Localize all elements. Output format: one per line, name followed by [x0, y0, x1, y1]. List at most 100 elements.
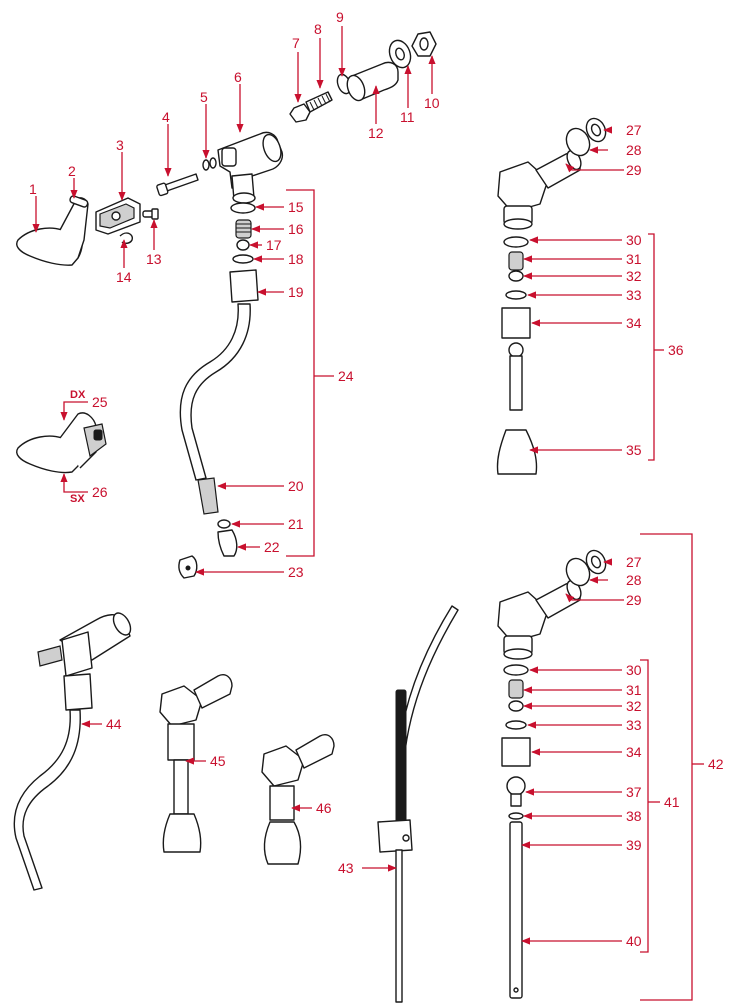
tube-part-36: [508, 342, 524, 411]
label-26: 26: [92, 484, 108, 500]
label-21: 21: [288, 516, 304, 532]
nut-part-27a: [585, 117, 607, 143]
label-28a: 28: [626, 142, 642, 158]
label-23: 23: [288, 564, 304, 580]
label-dx: DX: [70, 389, 86, 401]
washer-part-33a: [505, 290, 527, 300]
lever-body-part-3: [95, 197, 141, 235]
label-18: 18: [288, 251, 304, 267]
label-20: 20: [288, 478, 304, 494]
label-5: 5: [200, 89, 208, 105]
o-ring-part-30b: [503, 664, 529, 676]
label-40: 40: [626, 933, 642, 949]
nut-part-10: [411, 31, 437, 57]
steam-tap-assembly-part-46: [261, 734, 335, 865]
label-25: 25: [92, 394, 108, 410]
label-27b: 27: [626, 554, 642, 570]
elbow-body-assembly-36: [497, 149, 582, 230]
label-36: 36: [668, 342, 684, 358]
spring-part-16: [235, 219, 252, 239]
label-15: 15: [288, 199, 304, 215]
label-sx: SX: [70, 493, 85, 505]
washer-part-5: [202, 157, 217, 171]
tip-part-23: [178, 555, 198, 579]
label-35: 35: [626, 442, 642, 458]
label-38: 38: [626, 808, 642, 824]
screw-part-13: [142, 208, 159, 220]
tip-part-35: [496, 429, 538, 475]
label-34a: 34: [626, 315, 642, 331]
spring-part-31b: [508, 679, 524, 699]
label-6: 6: [234, 69, 242, 85]
label-17: 17: [266, 237, 282, 253]
label-42: 42: [708, 756, 724, 772]
label-28b: 28: [626, 572, 642, 588]
valve-part-32b: [508, 700, 524, 712]
clip-part-14: [119, 232, 133, 245]
label-39: 39: [626, 837, 642, 853]
nut-part-27b: [585, 549, 607, 575]
sleeve-part-12: [346, 61, 399, 102]
label-46: 46: [316, 800, 332, 816]
label-2: 2: [68, 163, 76, 179]
label-12: 12: [368, 125, 384, 141]
o-ring-part-21: [217, 519, 231, 529]
label-31b: 31: [626, 682, 642, 698]
label-29b: 29: [626, 592, 642, 608]
o-ring-part-18: [232, 254, 254, 264]
label-22: 22: [264, 539, 280, 555]
label-44: 44: [106, 716, 122, 732]
label-30a: 30: [626, 232, 642, 248]
shaft-part-4: [156, 173, 199, 197]
label-41: 41: [664, 794, 680, 810]
o-ring-part-30a: [503, 236, 529, 248]
steam-tap-assembly-part-44: [13, 612, 132, 891]
o-ring-part-38: [508, 812, 524, 820]
ball-part-37: [506, 776, 526, 807]
lever-handle-dx-sx: [16, 412, 107, 474]
fitting-part-20: [197, 477, 219, 515]
label-1: 1: [29, 181, 37, 197]
tee-body-part-6: [217, 131, 284, 204]
steam-wand-part-43: [377, 605, 459, 1003]
label-34b: 34: [626, 744, 642, 760]
label-37: 37: [626, 784, 642, 800]
label-45: 45: [210, 753, 226, 769]
label-30b: 30: [626, 662, 642, 678]
washer-part-28a: [565, 127, 591, 157]
label-32b: 32: [626, 698, 642, 714]
label-10: 10: [424, 95, 440, 111]
label-4: 4: [162, 109, 170, 125]
washer-part-33b: [505, 720, 527, 730]
label-11: 11: [400, 109, 415, 125]
lever-handle-part-1: [16, 197, 89, 266]
label-9: 9: [336, 9, 344, 25]
spring-part-8: [305, 91, 333, 113]
label-27a: 27: [626, 122, 642, 138]
steam-pipe-part-19: [179, 269, 259, 481]
valve-part-32a: [508, 270, 524, 282]
label-19: 19: [288, 284, 304, 300]
label-13: 13: [146, 251, 162, 267]
spring-part-31a: [508, 251, 524, 271]
nut-part-7: [289, 103, 311, 123]
o-ring-part-15: [230, 202, 256, 214]
label-31a: 31: [626, 251, 642, 267]
elbow-body-assembly-42: [497, 579, 582, 660]
label-3: 3: [116, 137, 124, 153]
nut-part-34b: [501, 737, 531, 767]
tube-part-40: [509, 821, 523, 999]
label-33b: 33: [626, 717, 642, 733]
label-24: 24: [338, 368, 354, 384]
callout-labels: 1 2 3 4 5 6 7 8 9 10 11 12 13 14 15 16 1…: [29, 9, 724, 949]
label-14: 14: [116, 269, 132, 285]
label-16: 16: [288, 221, 304, 237]
label-8: 8: [314, 21, 322, 37]
label-32a: 32: [626, 268, 642, 284]
nut-part-34a: [501, 307, 531, 339]
label-33a: 33: [626, 287, 642, 303]
label-43: 43: [338, 860, 354, 876]
label-29a: 29: [626, 162, 642, 178]
steam-tap-assembly-part-45: [159, 674, 233, 853]
